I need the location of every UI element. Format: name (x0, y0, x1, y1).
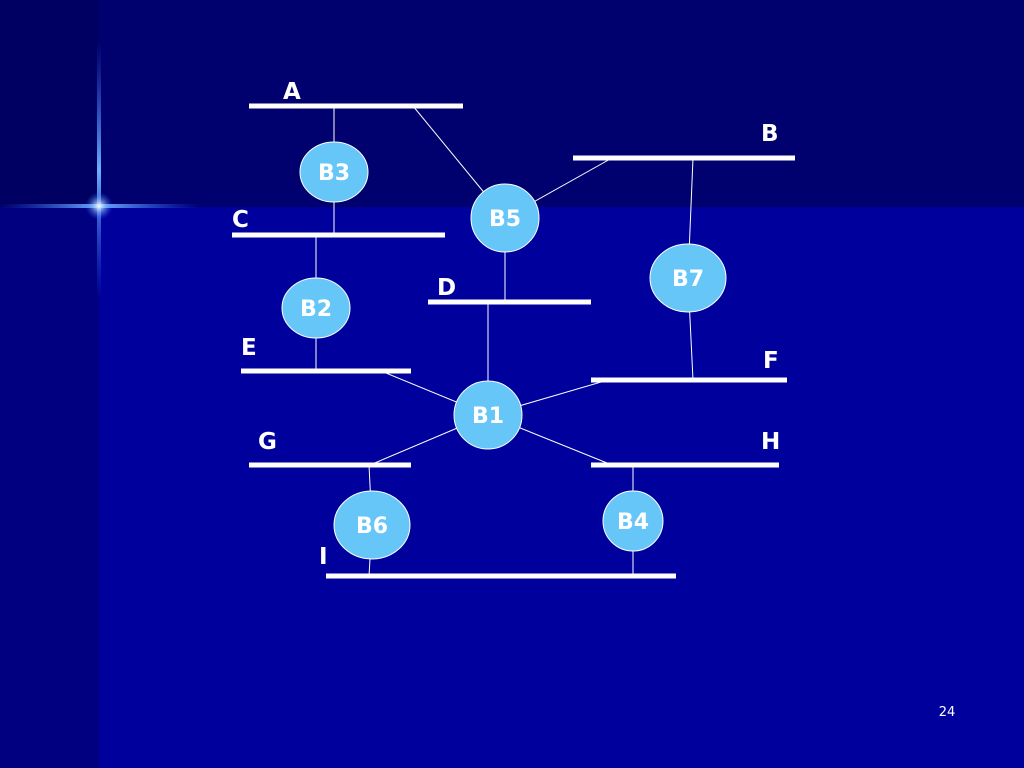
segment-label: G (258, 429, 277, 455)
segment-label: D (437, 275, 456, 301)
segment-b: B (573, 121, 795, 161)
bridge-label: B5 (489, 207, 521, 232)
segment-label: E (241, 335, 257, 361)
bridge-label: B3 (318, 161, 350, 186)
segment-h: H (591, 429, 780, 468)
top-band (0, 0, 1024, 207)
sparkle-icon (0, 40, 200, 300)
bridge-b4: B4 (602, 490, 664, 552)
bridge-label: B6 (356, 514, 388, 539)
bridge-label: B7 (672, 267, 704, 292)
segment-e: E (241, 335, 411, 374)
bridge-b1: B1 (453, 380, 523, 450)
bridge-label: B2 (300, 297, 332, 322)
lan-segments: A B C D E F G H I (232, 79, 795, 579)
bridge-node (299, 141, 369, 203)
segment-label: C (232, 207, 249, 233)
segment-f: F (591, 348, 787, 383)
bridge-node (602, 490, 664, 552)
segment-label: I (319, 544, 328, 570)
bridge-b2: B2 (281, 277, 351, 339)
segment-label: A (283, 79, 301, 105)
bridge-b6: B6 (333, 490, 411, 560)
segment-i: I (319, 544, 676, 579)
bridge-node (470, 183, 540, 253)
bridge-b5: B5 (470, 183, 540, 253)
bridge-node (281, 277, 351, 339)
segment-a: A (249, 79, 463, 109)
bridge-node (453, 380, 523, 450)
bridge-label: B1 (472, 404, 504, 429)
bridge-label: B4 (617, 510, 649, 535)
bridge-b7: B7 (649, 243, 727, 313)
page-number: 24 (938, 705, 956, 720)
bridge-node (649, 243, 727, 313)
bridge-node (333, 490, 411, 560)
segment-c: C (232, 207, 445, 238)
segment-d: D (428, 275, 591, 305)
segment-label: H (761, 429, 780, 455)
segment-g: G (249, 429, 411, 468)
segment-label: B (761, 121, 779, 147)
segment-label: F (763, 348, 779, 374)
bridge-b3: B3 (299, 141, 369, 203)
